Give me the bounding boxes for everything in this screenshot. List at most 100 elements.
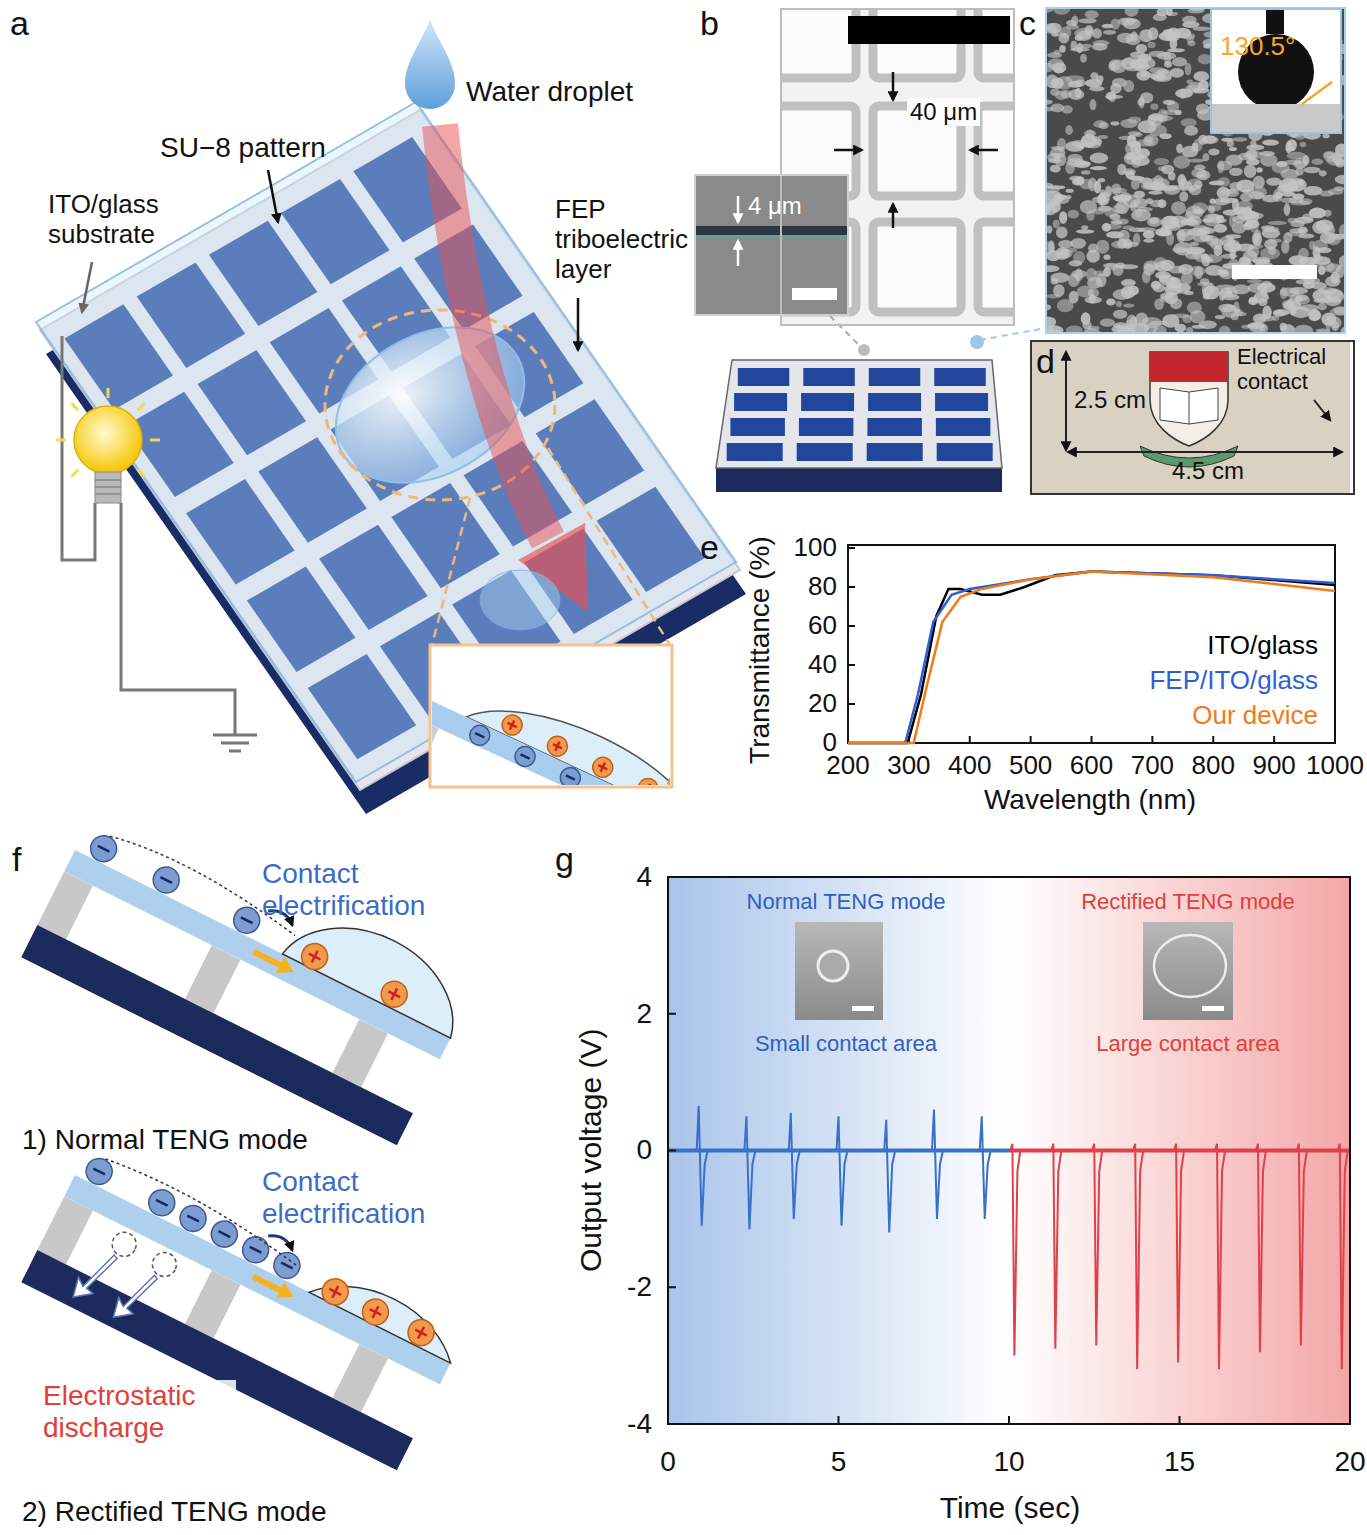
- charge-sign: [601, 763, 605, 772]
- sem-texture: [1148, 191, 1162, 195]
- negative-charge: [149, 863, 184, 898]
- sem-texture: [1086, 129, 1094, 139]
- sem-texture: [1079, 179, 1093, 190]
- logo: [1150, 352, 1228, 382]
- axis-tick: [668, 1150, 676, 1152]
- device-photo: [1030, 340, 1350, 495]
- sem-texture: [1175, 248, 1190, 253]
- cavity: [799, 418, 853, 436]
- sem-texture: [1135, 139, 1154, 147]
- sem-texture: [1053, 284, 1065, 297]
- droplet-photo: [795, 922, 883, 1020]
- sem-texture: [1295, 167, 1303, 175]
- sem-texture: [1236, 201, 1253, 213]
- sem-texture: [1309, 207, 1325, 218]
- sem-texture: [1052, 62, 1066, 73]
- sem-texture: [1318, 303, 1327, 311]
- sem-texture: [1298, 198, 1312, 204]
- sem-texture: [1053, 220, 1060, 229]
- legend-entry: FEP/ITO/glass: [1149, 666, 1318, 696]
- cavity: [803, 368, 854, 386]
- dimension-arrow: [892, 204, 895, 228]
- voltage-spike: [932, 1109, 943, 1218]
- sem-texture: [1213, 224, 1227, 233]
- tick-label: 0: [660, 1446, 676, 1478]
- dimension-arrow: [892, 72, 895, 100]
- sem-texture: [1280, 287, 1299, 296]
- sem-texture: [1203, 153, 1210, 161]
- sem-texture: [1057, 299, 1074, 312]
- sem-texture: [1153, 14, 1167, 21]
- sem-texture: [1246, 144, 1264, 150]
- mode-caption: 1) Normal TENG mode: [22, 1124, 308, 1156]
- voltage-spike: [1133, 1144, 1143, 1370]
- sem-texture: [1103, 263, 1117, 268]
- voltage-spike: [837, 1116, 848, 1225]
- sem-texture: [1219, 271, 1229, 277]
- charge-sign: [250, 1247, 262, 1253]
- sem-texture: [1262, 306, 1271, 320]
- bulb-glow: [71, 470, 78, 477]
- node-text: 4 μm: [748, 192, 802, 220]
- sem-texture: [1320, 261, 1335, 272]
- sem-texture: [1153, 284, 1166, 293]
- cross-section-inset: 4 μm: [694, 174, 849, 316]
- charge-sign: [555, 742, 559, 751]
- sem-texture: [1085, 25, 1094, 35]
- sem-texture: [1121, 18, 1139, 24]
- device-schematic: [716, 360, 1002, 468]
- photo-panel: 2.5 cm4.5 cmElectrical contact: [1030, 340, 1355, 495]
- axis-tick: [668, 1286, 676, 1288]
- scale-bar: [792, 288, 837, 300]
- sem-texture: [1147, 42, 1155, 48]
- spectrum-curve: [848, 571, 1335, 743]
- sem-texture: [1159, 230, 1171, 236]
- scale-bar: [1232, 265, 1317, 279]
- sem-texture: [1076, 43, 1083, 53]
- sem-texture: [1160, 296, 1173, 302]
- charge-sign: [332, 1286, 338, 1298]
- sem-texture: [1046, 63, 1054, 72]
- sem-texture: [1106, 298, 1116, 305]
- mode-label: Normal TENG mode: [747, 889, 946, 914]
- sem-texture: [1046, 325, 1063, 333]
- charge-sign: [312, 951, 318, 963]
- cavity: [869, 368, 920, 386]
- sem-texture: [1087, 326, 1100, 330]
- sem-texture: [1111, 121, 1120, 125]
- node-text: 4.5 cm: [1172, 457, 1244, 485]
- sem-texture: [1262, 228, 1281, 239]
- sem-texture: [1277, 184, 1293, 192]
- node-text: 130.5°: [1220, 32, 1295, 62]
- sem-texture: [1219, 326, 1230, 333]
- positive-charge: [318, 1274, 353, 1309]
- axis-title: Time (sec): [940, 1491, 1081, 1526]
- sem-texture: [1295, 295, 1302, 302]
- voltage-spike: [697, 1106, 708, 1226]
- panel-letter: c: [1019, 4, 1036, 43]
- sem-texture: [1059, 45, 1065, 53]
- sem-image: [1046, 8, 1345, 333]
- sem-texture: [1047, 153, 1060, 163]
- sem-texture: [1324, 151, 1338, 162]
- sem-texture: [1066, 189, 1074, 193]
- sem-texture: [1323, 210, 1332, 217]
- motion-arrow: [249, 1269, 297, 1305]
- scale-bar: [1202, 1006, 1224, 1011]
- positive-charge: [589, 754, 616, 781]
- sem-texture: [1193, 233, 1210, 242]
- tick-label: 300: [887, 751, 930, 781]
- sem-texture: [1218, 304, 1235, 312]
- node-text: 40 μm: [907, 98, 980, 126]
- sem-texture: [1310, 310, 1322, 320]
- sem-texture: [1247, 279, 1262, 283]
- cavity: [801, 393, 854, 411]
- bulb-glow: [150, 439, 160, 442]
- sem-texture: [1164, 61, 1172, 68]
- sem-texture: [1187, 216, 1202, 227]
- sem-texture: [1169, 216, 1187, 228]
- axis-tick: [969, 736, 971, 743]
- sem-texture: [1159, 31, 1178, 41]
- sem-texture: [1313, 298, 1333, 303]
- sem-texture: [1123, 80, 1134, 92]
